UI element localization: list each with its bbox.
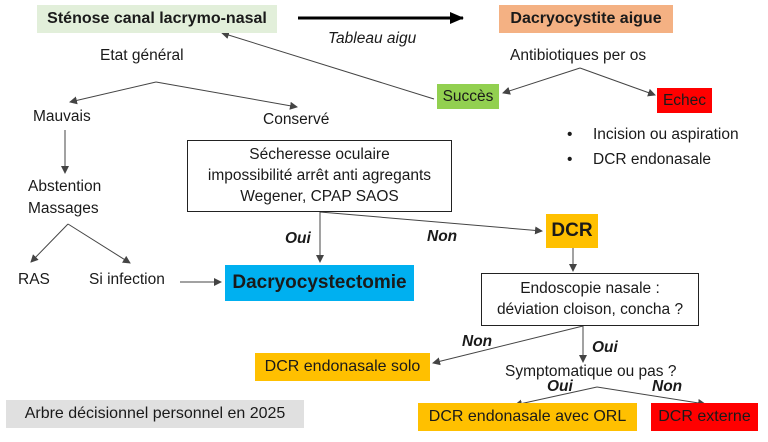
non-label-symptomatique: Non xyxy=(652,378,683,395)
abstention-line: Massages xyxy=(28,200,99,217)
non-label-endoscopie: Non xyxy=(462,333,493,350)
oui-label-endoscopie: Oui xyxy=(592,339,618,356)
dcr-label: DCR xyxy=(551,220,593,241)
criteria-line: impossibilité arrêt anti agregants xyxy=(207,167,432,184)
arrow-non-to-dcr-solo xyxy=(432,325,584,366)
abstention-line: Abstention xyxy=(28,178,102,195)
dcr-externe-label: DCR externe xyxy=(658,408,751,425)
echec-label: Echec xyxy=(662,91,707,109)
echec-option-item: DCR endonasale xyxy=(563,147,739,172)
oui-label-symptomatique: Oui xyxy=(547,378,573,395)
succes-box: Succès xyxy=(437,84,499,109)
arrow-to-succes xyxy=(502,67,581,95)
dcr-orl-label: DCR endonasale avec ORL xyxy=(428,408,627,425)
dacryocystite-box: Dacryocystite aigue xyxy=(499,5,673,33)
arrow-to-mauvais xyxy=(69,81,157,105)
criteria-line: Wegener, CPAP SAOS xyxy=(240,188,399,205)
arrow-to-ras xyxy=(30,223,69,263)
echec-options-list: Incision ou aspiration DCR endonasale xyxy=(563,122,739,172)
dcr-externe-box: DCR externe xyxy=(651,403,758,431)
symptomatique-label: Symptomatique ou pas ? xyxy=(505,363,677,380)
etat-general-label: Etat général xyxy=(100,47,184,64)
mauvais-label: Mauvais xyxy=(33,108,91,125)
arrow-to-dcr-orl xyxy=(514,386,598,408)
echec-option-item: Incision ou aspiration xyxy=(563,122,739,147)
criteria-box: Sécheresse oculaire impossibilité arrêt … xyxy=(187,140,452,212)
criteria-line: Sécheresse oculaire xyxy=(249,146,390,163)
dcr-solo-label: DCR endonasale solo xyxy=(264,358,421,375)
arrow-non-to-dcr xyxy=(319,211,543,235)
dacryocystectomie-box: Dacryocystectomie xyxy=(225,265,414,301)
dcr-orl-box: DCR endonasale avec ORL xyxy=(418,403,637,431)
stenose-box: Sténose canal lacrymo-nasal xyxy=(37,5,277,33)
endoscopie-box: Endoscopie nasale : déviation cloison, c… xyxy=(481,273,699,326)
endoscopie-line: déviation cloison, concha ? xyxy=(496,301,684,318)
arrow-to-conserve xyxy=(155,81,298,110)
stenose-label: Sténose canal lacrymo-nasal xyxy=(47,10,267,27)
arrow-succes-to-stenose xyxy=(221,31,435,100)
conserve-label: Conservé xyxy=(263,111,330,128)
si-infection-label: Si infection xyxy=(89,271,165,288)
dcr-box: DCR xyxy=(546,214,598,248)
antibiotiques-label: Antibiotiques per os xyxy=(510,47,647,64)
dacryocystite-label: Dacryocystite aigue xyxy=(510,10,662,27)
arrow-to-dcr-externe xyxy=(596,386,706,407)
dcr-solo-box: DCR endonasale solo xyxy=(255,353,430,381)
oui-label-criteria: Oui xyxy=(285,230,311,247)
abstention-label: Abstention Massages xyxy=(28,176,101,220)
dacryocystectomie-label: Dacryocystectomie xyxy=(232,272,407,293)
succes-label: Succès xyxy=(442,87,494,105)
echec-box: Echec xyxy=(657,88,712,113)
footer-caption: Arbre décisionnel personnel en 2025 xyxy=(24,405,286,422)
footer-caption-box: Arbre décisionnel personnel en 2025 xyxy=(6,400,304,428)
arrow-to-echec xyxy=(579,67,656,97)
arrow-to-si-infection xyxy=(67,223,131,264)
tableau-aigu-label: Tableau aigu xyxy=(328,30,417,47)
ras-label: RAS xyxy=(18,271,50,288)
non-label-criteria: Non xyxy=(427,228,458,245)
endoscopie-line: Endoscopie nasale : xyxy=(520,280,660,297)
